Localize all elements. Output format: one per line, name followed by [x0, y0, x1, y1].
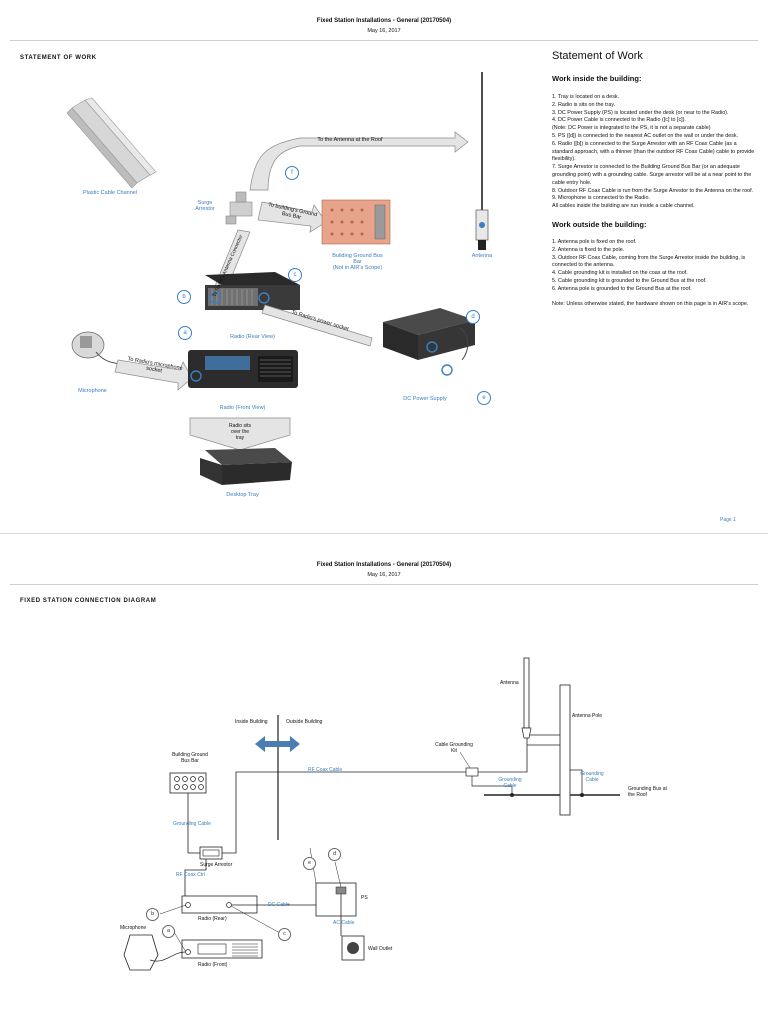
sow-inside-item: 1. Tray is located on a desk. — [552, 94, 620, 100]
label-grounding-cable-roof-b: Grounding Cable — [580, 771, 604, 783]
page2-section-label: FIXED STATION CONNECTION DIAGRAM — [20, 598, 157, 604]
sow-inside-item: 7. Surge Arrestor is connected to the Bu… — [552, 164, 752, 186]
page1-section-label: STATEMENT OF WORK — [20, 55, 97, 61]
sow-inside-item: 3. DC Power Supply (PS) is located under… — [552, 109, 729, 116]
sow-outside-item: 4. Cable grounding kit is installed on t… — [552, 270, 688, 277]
sow-inside-item: 8. Outdoor RF Coax Cable is run from the… — [552, 187, 754, 194]
diagram-callout-c: c — [278, 928, 291, 941]
label-grounding-cable-roof-a: Grounding Cable — [498, 777, 522, 789]
sow-inside-item: 6. Radio ([b]) is connected to the Surge… — [552, 140, 755, 163]
statement-of-work: Statement of Work Work inside the buildi… — [552, 50, 757, 308]
sow-inside-item: (Note: DC Power is integrated to the PS,… — [552, 125, 711, 132]
sow-inside-item: 4. DC Power Cable is connected to the Ra… — [552, 117, 686, 124]
sow-outside-item: 1. Antenna pole is fixed on the roof. — [552, 238, 637, 245]
ground-bus-bar-image — [321, 199, 391, 245]
label-dc-cable: DC Cable — [268, 902, 290, 908]
label-dc-power: DC Power Supply — [403, 396, 447, 402]
diagram-callout-d: d — [328, 848, 341, 861]
antenna-image — [475, 72, 489, 250]
callout-c: c — [288, 268, 302, 282]
sow-outside-item: 6. Antenna pole is grounded to the Groun… — [552, 285, 692, 292]
sow-outside-item: 5. Cable grounding kit is grounded to th… — [552, 277, 707, 284]
sow-inside-item: 5. PS ([d]) is connected to the nearest … — [552, 132, 739, 139]
sow-inside-list: 1. Tray is located on a desk. 2. Radio i… — [552, 94, 757, 211]
page-separator — [0, 533, 768, 534]
page2-header-date: May 16, 2017 — [367, 572, 401, 578]
sow-inside-item: 9. Microphone is connected to the Radio. — [552, 195, 650, 202]
label-radio-rear-2: Radio (Rear) — [198, 916, 227, 922]
label-outside-building: Outside Building — [286, 719, 323, 725]
label-antenna-pole: Antenna Pole — [572, 713, 603, 719]
callout-d: d — [466, 310, 480, 324]
label-radio-sits: Radio sits over the tray — [229, 423, 251, 441]
page-number: Page 1 — [720, 517, 736, 523]
label-antenna: Antenna — [471, 253, 493, 259]
label-plastic-channel: Plastic Cable Channel — [82, 190, 138, 196]
callout-f: f — [285, 166, 299, 180]
sow-inside-heading: Work inside the building: — [552, 74, 642, 83]
label-microphone: Microphone — [78, 388, 107, 394]
label-radio-front: Radio (Front View) — [219, 405, 266, 411]
sow-note: Note: Unless otherwise stated, the hardw… — [552, 300, 749, 307]
sow-outside-list: 1. Antenna pole is fixed on the roof. 2.… — [552, 239, 757, 294]
radio-front-image — [188, 350, 298, 388]
connection-diagram — [123, 657, 620, 971]
callout-b: b — [177, 290, 191, 304]
dc-power-supply-image — [383, 308, 475, 376]
label-wall-outlet: Wall Outlet — [368, 946, 393, 952]
label-inside-building: Inside Building — [235, 719, 268, 725]
page1-header-date: May 16, 2017 — [367, 28, 401, 34]
sow-inside-item: All cables inside the building are run i… — [552, 203, 695, 210]
label-grounding-cable: Grounding Cable — [173, 821, 211, 827]
installation-illustration — [66, 72, 489, 485]
label-surge-arrestor-2: Surge Arrestor — [200, 862, 233, 868]
label-ac-cable: AC Cable — [333, 920, 355, 926]
diagram-callout-b: b — [146, 908, 159, 921]
page1-header-title: Fixed Station Installations - General (2… — [316, 18, 452, 24]
page2-header-title: Fixed Station Installations - General (2… — [316, 562, 452, 568]
label-cable-grounding-kit: Cable Grounding Kit — [435, 742, 473, 754]
sow-outside-item: 3. Outdoor RF Coax Cable, coming from th… — [552, 254, 746, 269]
label-radio-rear: Radio (Rear View) — [230, 334, 275, 340]
callout-e: e — [477, 391, 491, 405]
label-surge-arrestor: Surge Arrestor — [195, 200, 215, 212]
sow-title: Statement of Work — [552, 50, 643, 62]
callout-a: a — [178, 326, 192, 340]
surge-arrestor-image — [225, 191, 253, 225]
label-grounding-bus-roof: Grounding Bus at the Roof — [628, 786, 667, 798]
page1-header-rule — [10, 40, 758, 41]
label-rf-coax-cable: RF Coax Cable — [308, 767, 343, 773]
radio-rear-image — [205, 272, 300, 310]
label-rf-coax-ctrl: RF Coax Ctrl — [176, 872, 205, 878]
plastic-cable-channel-image — [66, 97, 157, 189]
sow-outside-item: 2. Antenna is fixed to the pole. — [552, 246, 625, 253]
page2-header-rule — [10, 584, 758, 585]
diagram-callout-e: e — [303, 857, 316, 870]
label-ps: PS — [361, 895, 368, 901]
label-building-ground: Building Ground Bus Bar — [172, 752, 208, 764]
label-antenna-2: Antenna — [500, 680, 519, 686]
arrow-text-to-antenna: To the Antenna at the Roof — [317, 137, 383, 143]
sow-inside-item: 2. Radio is sits on the tray. — [552, 101, 616, 108]
label-radio-front-2: Radio (Front) — [198, 962, 228, 968]
desktop-tray-image — [200, 448, 292, 485]
diagram-callout-a: a — [162, 925, 175, 938]
label-desktop-tray: Desktop Tray — [226, 492, 259, 498]
label-ground-bus: Building Ground Bus Bar (Not in AIR's Sc… — [332, 253, 383, 271]
label-microphone-2: Microphone — [120, 925, 147, 931]
sow-outside-heading: Work outside the building: — [552, 219, 647, 229]
